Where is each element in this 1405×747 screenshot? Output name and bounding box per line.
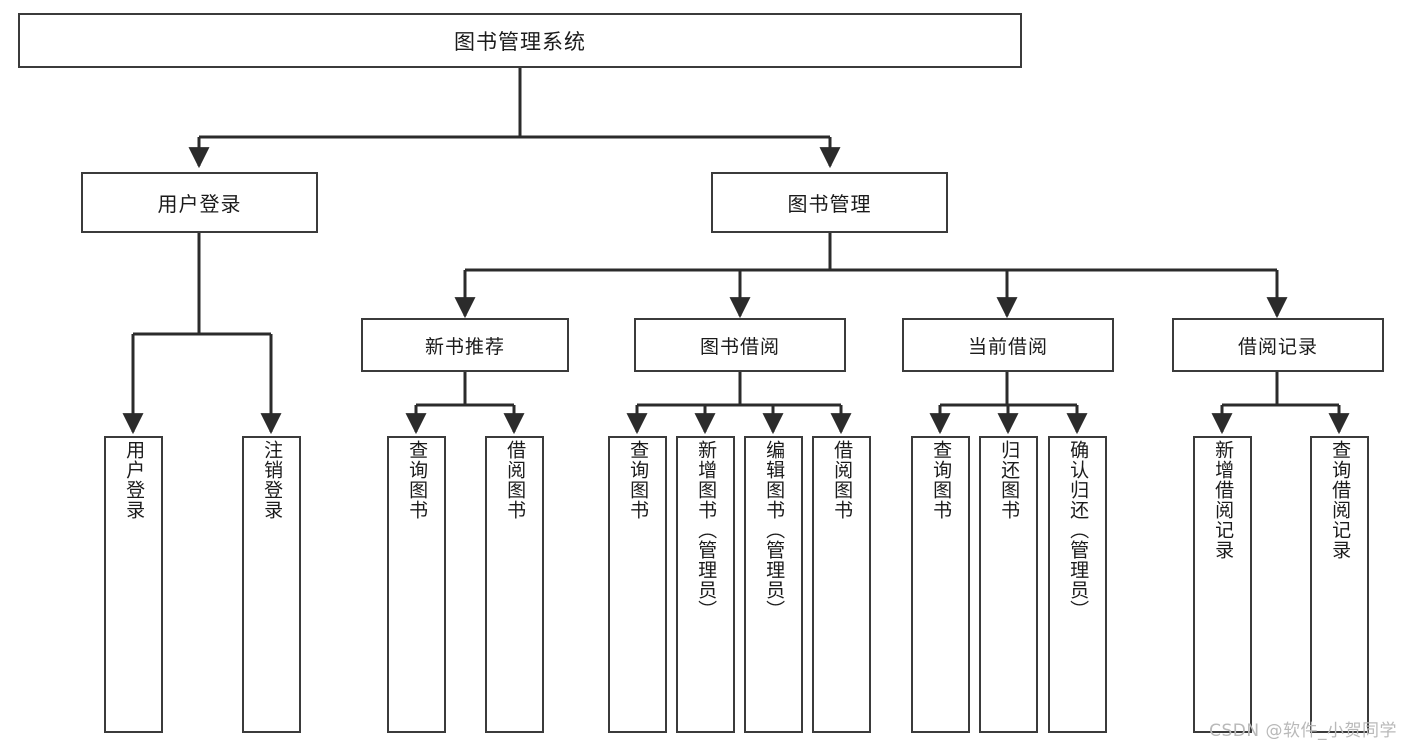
- node-leaf-borrow-book-1[interactable]: 借阅图书: [485, 436, 544, 733]
- node-leaf-user-login-label: 用户登录: [123, 440, 146, 520]
- node-leaf-add-record[interactable]: 新增借阅记录: [1193, 436, 1252, 733]
- node-borrow-record[interactable]: 借阅记录: [1172, 318, 1384, 372]
- node-leaf-confirm-return[interactable]: 确认归还（管理员）: [1048, 436, 1107, 733]
- watermark: CSDN @软件_小贺同学: [1209, 721, 1397, 741]
- node-leaf-query-book-3[interactable]: 查询图书: [911, 436, 970, 733]
- node-leaf-query-book-1[interactable]: 查询图书: [387, 436, 446, 733]
- node-current-borrow[interactable]: 当前借阅: [902, 318, 1114, 372]
- node-leaf-user-login[interactable]: 用户登录: [104, 436, 163, 733]
- node-book-borrow[interactable]: 图书借阅: [634, 318, 846, 372]
- node-leaf-borrow-book-1-label: 借阅图书: [504, 440, 527, 520]
- node-leaf-borrow-book-2[interactable]: 借阅图书: [812, 436, 871, 733]
- node-leaf-borrow-book-2-label: 借阅图书: [831, 440, 854, 520]
- node-leaf-edit-book[interactable]: 编辑图书（管理员）: [744, 436, 803, 733]
- node-book-manage-label: 图书管理: [787, 192, 872, 216]
- node-leaf-add-book[interactable]: 新增图书（管理员）: [676, 436, 735, 733]
- node-root[interactable]: 图书管理系统: [18, 13, 1022, 68]
- node-leaf-edit-book-label: 编辑图书（管理员）: [763, 440, 786, 620]
- node-leaf-logout-login[interactable]: 注销登录: [242, 436, 301, 733]
- node-book-borrow-label: 图书借阅: [699, 335, 780, 358]
- node-new-book-recommend-label: 新书推荐: [424, 335, 505, 358]
- node-current-borrow-label: 当前借阅: [967, 335, 1048, 358]
- node-new-book-recommend[interactable]: 新书推荐: [361, 318, 569, 372]
- node-leaf-return-book[interactable]: 归还图书: [979, 436, 1038, 733]
- node-root-label: 图书管理系统: [454, 29, 586, 54]
- node-leaf-query-record[interactable]: 查询借阅记录: [1310, 436, 1369, 733]
- node-leaf-query-book-3-label: 查询图书: [930, 440, 953, 520]
- node-leaf-add-record-label: 新增借阅记录: [1212, 440, 1235, 560]
- node-leaf-query-book-2-label: 查询图书: [627, 440, 650, 520]
- node-borrow-record-label: 借阅记录: [1237, 335, 1318, 358]
- node-leaf-logout-login-label: 注销登录: [261, 440, 284, 520]
- node-leaf-query-record-label: 查询借阅记录: [1329, 440, 1352, 560]
- node-book-manage[interactable]: 图书管理: [711, 172, 948, 233]
- node-leaf-add-book-label: 新增图书（管理员）: [695, 440, 718, 620]
- node-leaf-confirm-return-label: 确认归还（管理员）: [1067, 440, 1090, 620]
- node-leaf-query-book-2[interactable]: 查询图书: [608, 436, 667, 733]
- node-leaf-return-book-label: 归还图书: [998, 440, 1021, 520]
- node-leaf-query-book-1-label: 查询图书: [406, 440, 429, 520]
- node-user-login[interactable]: 用户登录: [81, 172, 318, 233]
- node-user-login-label: 用户登录: [157, 192, 242, 216]
